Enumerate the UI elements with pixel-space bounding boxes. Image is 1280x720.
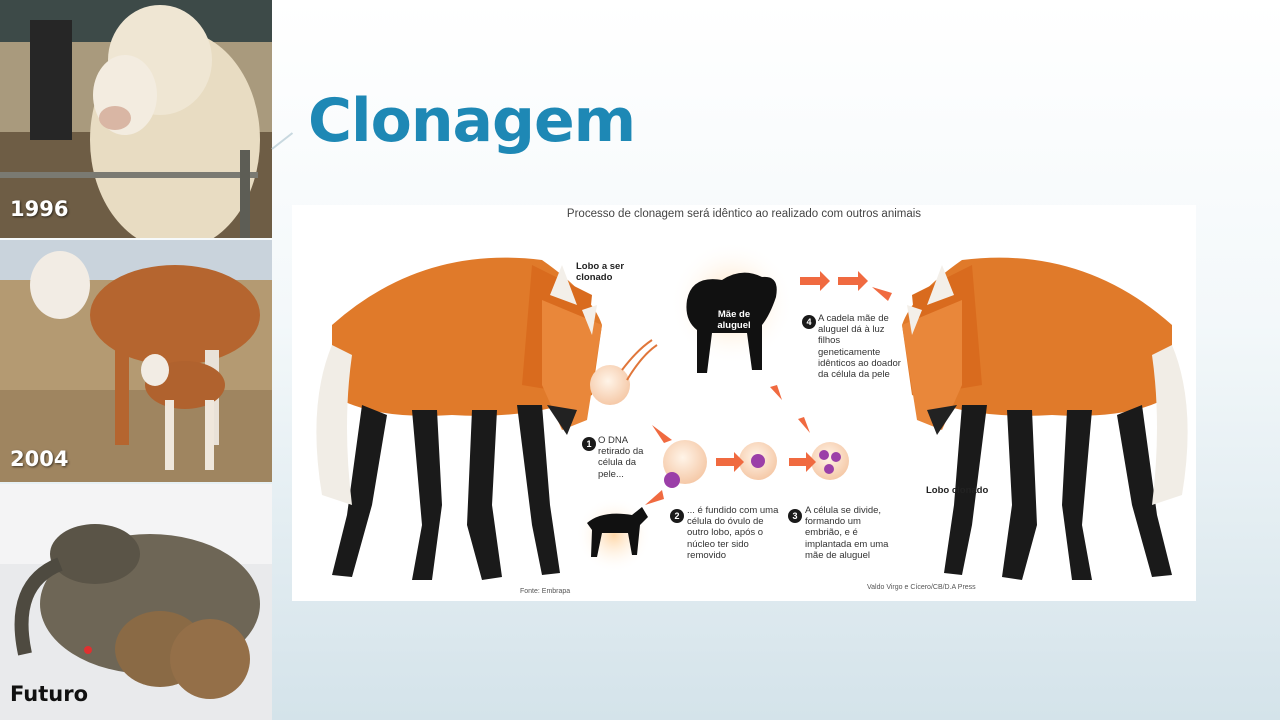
photo-sheep: 1996 <box>0 0 272 238</box>
infographic-illustration <box>316 241 1188 580</box>
step-3-number: 3 <box>788 509 802 523</box>
surrogate-dog-icon <box>686 272 777 373</box>
label-clone-wolf: Lobo clonado <box>926 485 989 496</box>
step-4-text: A cadela mãe de aluguel dá à luz filhos … <box>818 313 901 381</box>
mammoth-image <box>0 484 272 720</box>
page-title: Clonagem <box>308 86 636 157</box>
photo-mammoth: Futuro <box>0 484 272 720</box>
step-3-text: A célula se divide, formando um embrião,… <box>805 505 889 561</box>
photo-label-2004: 2004 <box>10 447 69 471</box>
step-1-text: O DNA retirado da célula da pele... <box>598 435 644 480</box>
dna-icon <box>621 339 658 381</box>
embryo-icon <box>811 442 849 480</box>
label-surrogate: Mãe de aluguel <box>717 309 751 332</box>
step-2-number: 2 <box>670 509 684 523</box>
credit-note: Valdo Virgo e Cícero/CB/D.A Press <box>867 584 976 591</box>
egg-donor-wolf-icon <box>587 507 648 557</box>
step-4-number: 4 <box>802 315 816 329</box>
photo-cow: 2004 <box>0 240 272 482</box>
label-source-wolf: Lobo a ser clonado <box>576 261 625 284</box>
photo-label-1996: 1996 <box>10 197 69 221</box>
sheep-image <box>0 0 272 238</box>
wolf-source-icon <box>316 257 602 580</box>
step-1-number: 1 <box>582 437 596 451</box>
infographic-title: Processo de clonagem será idêntico ao re… <box>566 208 922 220</box>
source-note: Fonte: Embrapa <box>520 588 571 595</box>
step-2-text: ... é fundido com uma célula do óvulo de… <box>687 505 779 561</box>
decorative-line <box>271 132 294 150</box>
wolf-clone-icon <box>902 257 1188 580</box>
cloning-infographic: Processo de clonagem será idêntico ao re… <box>292 205 1196 601</box>
cow-image <box>0 240 272 482</box>
process-arrows <box>645 271 892 505</box>
photo-label-futuro: Futuro <box>10 682 89 706</box>
skin-cell-icon <box>590 365 630 405</box>
